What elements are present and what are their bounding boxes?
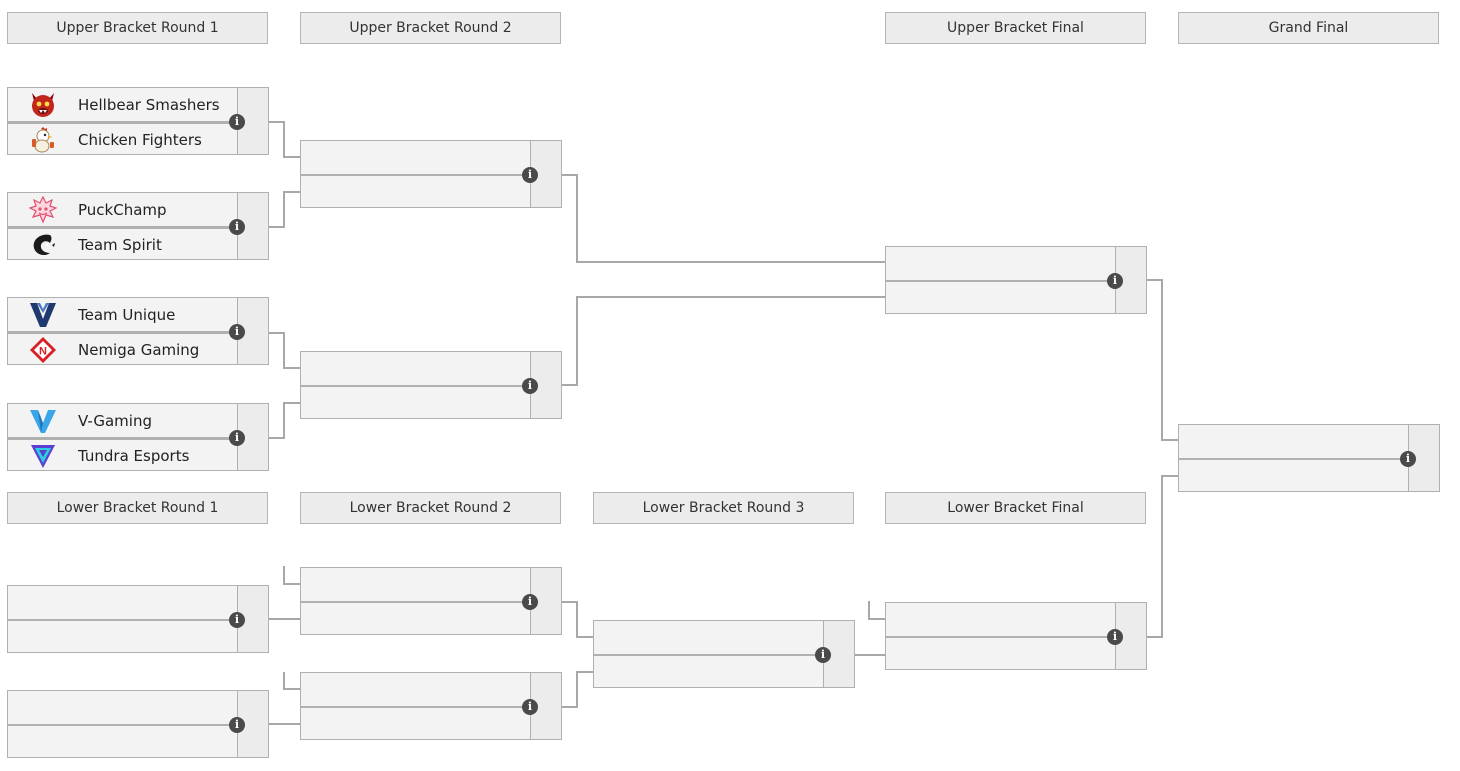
match-divider [301,601,561,603]
header-lower-round-2: Lower Bracket Round 2 [300,492,561,524]
match-divider [594,654,854,656]
team-slot[interactable]: N Nemiga Gaming [8,332,237,366]
header-upper-round-1: Upper Bracket Round 1 [7,12,268,44]
match-divider [8,121,268,123]
lower-r3-match[interactable]: i [593,620,855,688]
upper-r2-match-1[interactable]: i [300,140,562,208]
match-divider [301,174,561,176]
match-divider [8,619,268,621]
header-grand-final: Grand Final [1178,12,1439,44]
match-info-icon[interactable]: i [522,378,538,394]
team-slot[interactable]: V-Gaming [8,404,237,438]
match-divider [301,385,561,387]
upper-r1-match-3[interactable]: Team Unique N Nemiga Gaming i [7,297,269,365]
upper-final-match[interactable]: i [885,246,1147,314]
hellbear-logo-icon [26,90,60,120]
match-divider [886,636,1146,638]
team-slot[interactable]: Team Spirit [8,227,237,261]
match-info-icon[interactable]: i [229,324,245,340]
match-info-icon[interactable]: i [522,167,538,183]
match-info-icon[interactable]: i [1400,451,1416,467]
header-lower-round-3: Lower Bracket Round 3 [593,492,854,524]
team-slot[interactable]: Team Unique [8,298,237,332]
header-lower-round-1: Lower Bracket Round 1 [7,492,268,524]
match-info-icon[interactable]: i [815,647,831,663]
nemiga-logo-icon: N [26,335,60,365]
team-slot[interactable]: PuckChamp [8,193,237,227]
chicken-logo-icon [26,125,60,155]
upper-r1-match-4[interactable]: V-Gaming Tundra Esports i [7,403,269,471]
match-info-icon[interactable]: i [1107,629,1123,645]
team-name: Team Unique [78,306,176,324]
match-divider [8,724,268,726]
unique-logo-icon [26,300,60,330]
team-slot[interactable]: Chicken Fighters [8,122,237,156]
match-info-icon[interactable]: i [229,114,245,130]
match-divider [8,331,268,333]
match-info-icon[interactable]: i [522,699,538,715]
tundra-logo-icon [26,441,60,471]
match-divider [1179,458,1439,460]
team-slot[interactable]: Tundra Esports [8,438,237,472]
match-info-icon[interactable]: i [229,430,245,446]
lower-r2-match-1[interactable]: i [300,567,562,635]
lower-final-match[interactable]: i [885,602,1147,670]
team-name: Chicken Fighters [78,131,202,149]
upper-r2-match-2[interactable]: i [300,351,562,419]
vgaming-logo-icon [26,406,60,436]
header-lower-final: Lower Bracket Final [885,492,1146,524]
match-info-icon[interactable]: i [229,219,245,235]
team-slot[interactable]: Hellbear Smashers [8,88,237,122]
match-divider [301,706,561,708]
spirit-logo-icon [26,230,60,260]
match-info-icon[interactable]: i [1107,273,1123,289]
team-name: Tundra Esports [78,447,190,465]
lower-r2-match-2[interactable]: i [300,672,562,740]
svg-text:N: N [39,346,47,358]
team-name: V-Gaming [78,412,152,430]
match-info-icon[interactable]: i [229,717,245,733]
header-upper-final: Upper Bracket Final [885,12,1146,44]
match-divider [8,437,268,439]
team-name: Team Spirit [78,236,162,254]
team-name: Nemiga Gaming [78,341,200,359]
lower-r1-match-1[interactable]: i [7,585,269,653]
puckchamp-logo-icon [26,195,60,225]
team-name: Hellbear Smashers [78,96,220,114]
upper-r1-match-2[interactable]: PuckChamp Team Spirit i [7,192,269,260]
grand-final-match[interactable]: i [1178,424,1440,492]
match-divider [8,226,268,228]
match-info-icon[interactable]: i [522,594,538,610]
match-divider [886,280,1146,282]
header-upper-round-2: Upper Bracket Round 2 [300,12,561,44]
team-name: PuckChamp [78,201,167,219]
upper-r1-match-1[interactable]: Hellbear Smashers Chicken Fighters i [7,87,269,155]
lower-r1-match-2[interactable]: i [7,690,269,758]
match-info-icon[interactable]: i [229,612,245,628]
